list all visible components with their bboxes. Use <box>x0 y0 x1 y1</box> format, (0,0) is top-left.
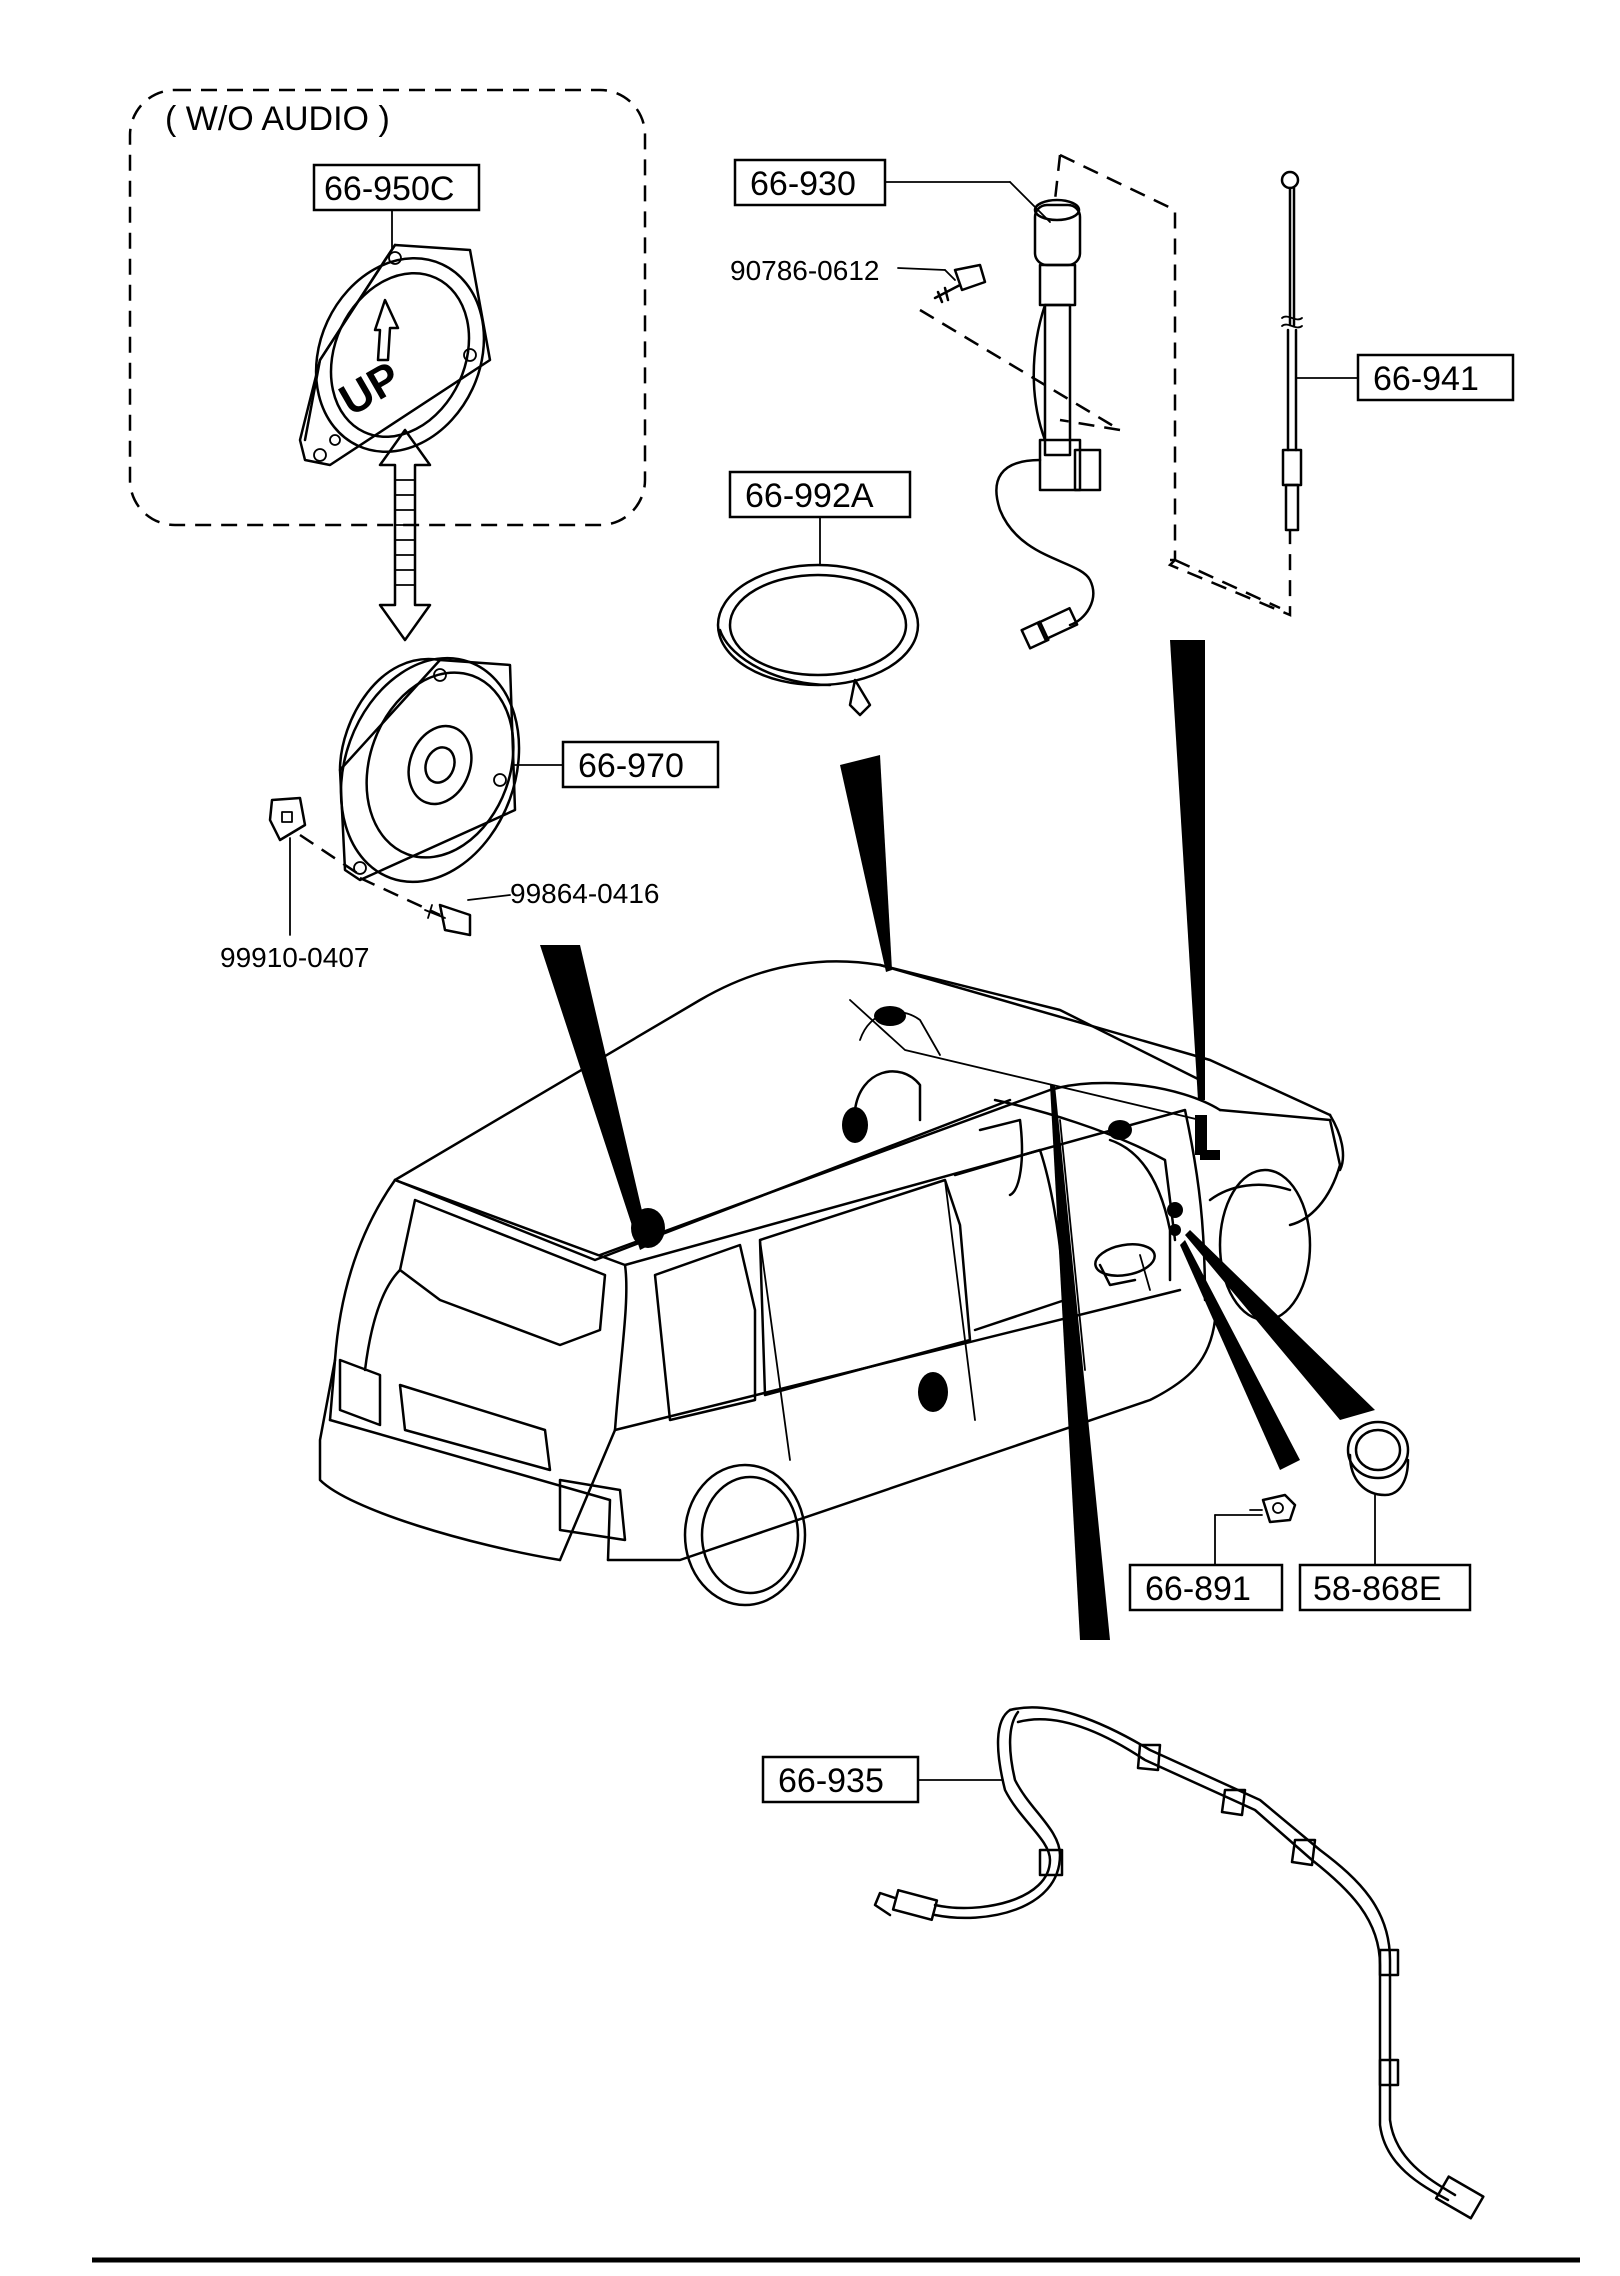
antenna-rod-drawing <box>1280 170 1303 532</box>
label-66-891: 66-891 <box>1145 1570 1251 1608</box>
wo-audio-caption: ( W/O AUDIO ) <box>165 100 390 138</box>
part-58-868E[interactable]: 58-868E <box>1298 1563 1472 1612</box>
part-66-992A[interactable]: 66-992A <box>728 470 912 566</box>
part-66-891[interactable]: 66-891 <box>1128 1563 1284 1612</box>
label-66-992A: 66-992A <box>745 477 874 515</box>
vehicle-drawing <box>318 960 1345 1607</box>
label-66-970: 66-970 <box>578 747 684 785</box>
clip-nut-drawing <box>268 796 361 936</box>
label-58-868E: 58-868E <box>1313 1570 1442 1608</box>
bolt-drawing <box>897 263 987 304</box>
label-99910-0407: 99910-0407 <box>220 942 369 973</box>
clip-drawing <box>1214 1493 1297 1566</box>
label-99864-0416: 99864-0416 <box>510 878 659 909</box>
speaker-baffle-drawing: UP <box>298 243 492 467</box>
part-66-970[interactable]: 66-970 <box>514 740 720 789</box>
part-66-950C[interactable]: 66-950C <box>312 163 481 251</box>
label-66-935: 66-935 <box>778 1762 884 1800</box>
screw-drawing <box>359 876 511 937</box>
interchange-arrow-icon <box>378 428 432 642</box>
feeder-cable-drawing <box>873 1706 1485 2220</box>
grommet-drawing <box>1346 1420 1410 1566</box>
grille-ring-drawing <box>716 563 920 717</box>
pointer-wedges <box>540 640 1375 1640</box>
speaker-drawing <box>338 656 521 884</box>
label-66-941: 66-941 <box>1373 360 1479 398</box>
part-66-941[interactable]: 66-941 <box>1295 353 1515 402</box>
part-66-930[interactable]: 66-930 <box>733 158 1051 223</box>
wo-audio-group: ( W/O AUDIO ) <box>128 88 647 527</box>
label-66-950C: 66-950C <box>324 170 454 208</box>
label-90786-0612: 90786-0612 <box>730 255 879 286</box>
label-66-930: 66-930 <box>750 165 856 203</box>
part-66-935[interactable]: 66-935 <box>761 1755 1004 1804</box>
antenna-motor-drawing <box>919 198 1121 650</box>
